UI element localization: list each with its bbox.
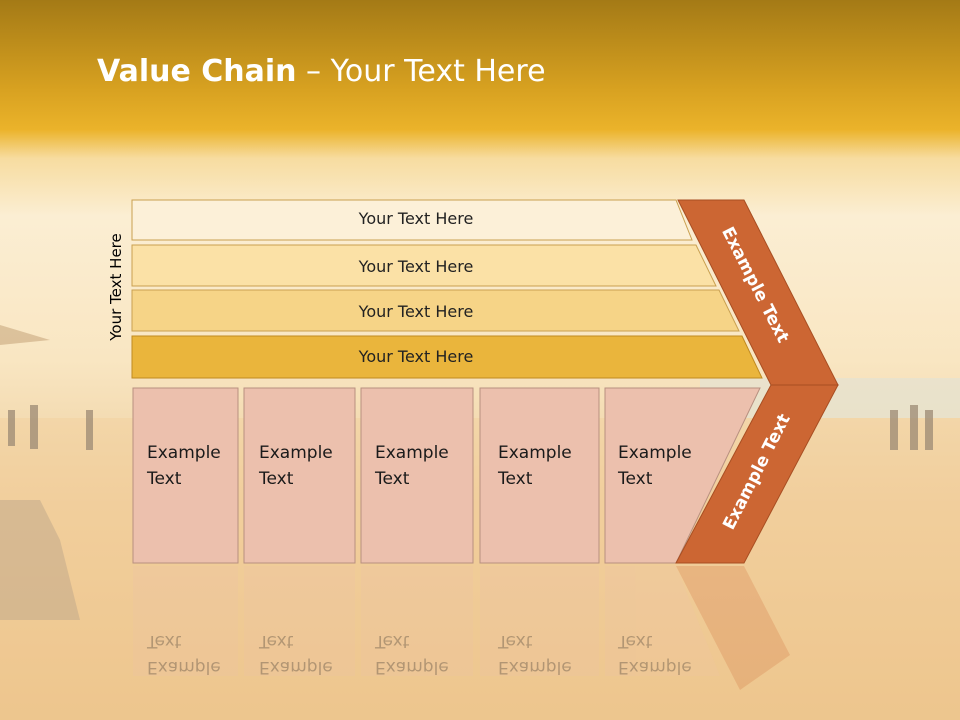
box-reflection-4-line2: Text	[498, 631, 533, 651]
bar-shape-4	[131, 335, 763, 379]
box-reflection-2-line1: Example	[259, 657, 333, 677]
box-label-5-line1: Example	[618, 443, 692, 463]
bar-shape-3	[131, 289, 740, 332]
box-reflection-1: Example Text	[147, 628, 221, 680]
box-label-3-line2: Text	[375, 469, 410, 489]
bar-label-2: Your Text Here	[358, 257, 474, 276]
box-reflection-3: Example Text	[375, 628, 449, 680]
bar-label-3: Your Text Here	[358, 302, 474, 321]
box-reflection-5-line2: Text	[618, 631, 653, 651]
box-label-2-line1: Example	[259, 443, 333, 463]
bar-label-1: Your Text Here	[358, 209, 474, 228]
bar-shape-1	[131, 199, 693, 241]
chevron-reflection	[676, 566, 790, 690]
box-label-4: Example Text	[498, 440, 572, 492]
box-label-4-line2: Text	[498, 469, 533, 489]
box-reflection-5: Example Text	[618, 628, 692, 680]
title-rest: – Your Text Here	[296, 54, 546, 89]
box-reflection-3-line1: Example	[375, 657, 449, 677]
page-title: Value Chain – Your Text Here	[97, 54, 546, 89]
box-shape-1	[132, 387, 239, 564]
chevron-lower	[675, 384, 839, 564]
box-reflection-2: Example Text	[259, 628, 333, 680]
box-reflection-5-line1: Example	[618, 657, 692, 677]
box-label-1-line2: Text	[147, 469, 182, 489]
bar-label-4: Your Text Here	[358, 347, 474, 366]
box-reflection-1-line2: Text	[147, 631, 182, 651]
box-label-2: Example Text	[259, 440, 333, 492]
box-label-4-line1: Example	[498, 443, 572, 463]
box-shape-2	[243, 387, 356, 564]
box-reflection-1-line1: Example	[147, 657, 221, 677]
box-label-5-line2: Text	[618, 469, 653, 489]
box-reflection-2-line2: Text	[259, 631, 294, 651]
box-label-5: Example Text	[618, 440, 692, 492]
box-shape-4	[479, 387, 600, 564]
title-bold: Value Chain	[97, 54, 297, 89]
box-shape-3	[360, 387, 474, 564]
box-reflection-4: Example Text	[498, 628, 572, 680]
box-label-3: Example Text	[375, 440, 449, 492]
box-label-1: Example Text	[147, 440, 221, 492]
bar-shape-2	[131, 244, 717, 287]
box-label-1-line1: Example	[147, 443, 221, 463]
box-label-3-line1: Example	[375, 443, 449, 463]
box-label-2-line2: Text	[259, 469, 294, 489]
box-reflection-4-line1: Example	[498, 657, 572, 677]
box-reflection-3-line2: Text	[375, 631, 410, 651]
